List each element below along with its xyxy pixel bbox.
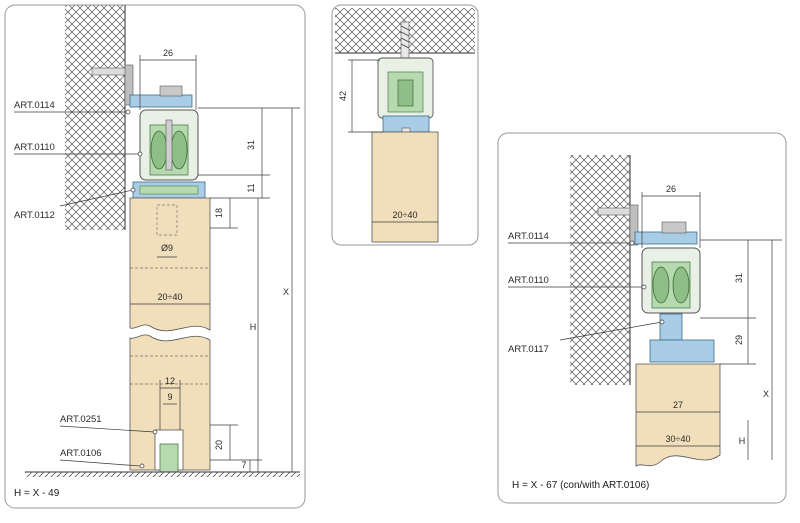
left-dim-7: 7 — [241, 460, 246, 470]
roller-carrier — [139, 109, 199, 181]
door-upper — [129, 197, 211, 332]
right-dim-top-width: 26 — [666, 184, 676, 194]
left-dim-board: 20÷40 — [158, 292, 183, 302]
wall-right — [570, 155, 630, 385]
right-label-art0117: ART.0117 — [508, 344, 549, 355]
left-dim-diameter: Ø9 — [161, 243, 173, 253]
right-formula: H = X - 67 (con/with ART.0106) — [512, 480, 649, 491]
left-dim-11: 11 — [246, 183, 256, 192]
door-lower — [129, 334, 211, 471]
right-label-art0110: ART.0110 — [508, 275, 549, 286]
left-dim-12: 12 — [165, 376, 175, 386]
left-dim-x: X — [283, 287, 289, 297]
wall-left — [65, 5, 125, 230]
right-dim-29: 29 — [734, 335, 744, 345]
middle-door — [371, 131, 439, 243]
floor-hatch — [25, 472, 300, 477]
middle-dim-42: 42 — [338, 91, 348, 101]
left-dim-9: 9 — [167, 392, 172, 402]
left-formula: H = X - 49 — [14, 488, 60, 499]
left-dim-18: 18 — [214, 208, 224, 218]
left-dim-top-width: 26 — [163, 48, 173, 58]
middle-panel: 42 20÷40 — [331, 4, 479, 246]
left-label-art0114: ART.0114 — [14, 100, 55, 111]
right-label-art0114: ART.0114 — [508, 231, 549, 242]
right-dim-31: 31 — [734, 273, 744, 283]
left-dim-31: 31 — [246, 140, 256, 150]
right-connector — [659, 313, 683, 341]
left-label-art0106: ART.0106 — [60, 448, 102, 459]
left-dim-h: H — [250, 322, 257, 332]
left-dim-20: 20 — [214, 440, 224, 450]
right-wall-bracket — [597, 207, 635, 216]
left-label-art0112: ART.0112 — [14, 210, 55, 221]
right-dim-board: 30÷40 — [666, 434, 691, 444]
right-dim-x: X — [763, 389, 769, 399]
right-dim-h: H — [739, 436, 746, 446]
middle-dim-board: 20÷40 — [393, 210, 418, 220]
floor-guide — [159, 443, 179, 473]
left-label-art0251: ART.0251 — [60, 414, 102, 425]
left-panel: ART.0114 ART.0110 ART.0112 ART.0251 ART.… — [4, 4, 306, 509]
right-door — [635, 363, 721, 467]
right-dim-27: 27 — [673, 400, 683, 410]
wall-bracket — [91, 64, 193, 108]
left-label-art0110: ART.0110 — [14, 142, 55, 153]
right-panel: ART.0114 ART.0110 ART.0117 26 31 29 27 3… — [497, 132, 787, 504]
